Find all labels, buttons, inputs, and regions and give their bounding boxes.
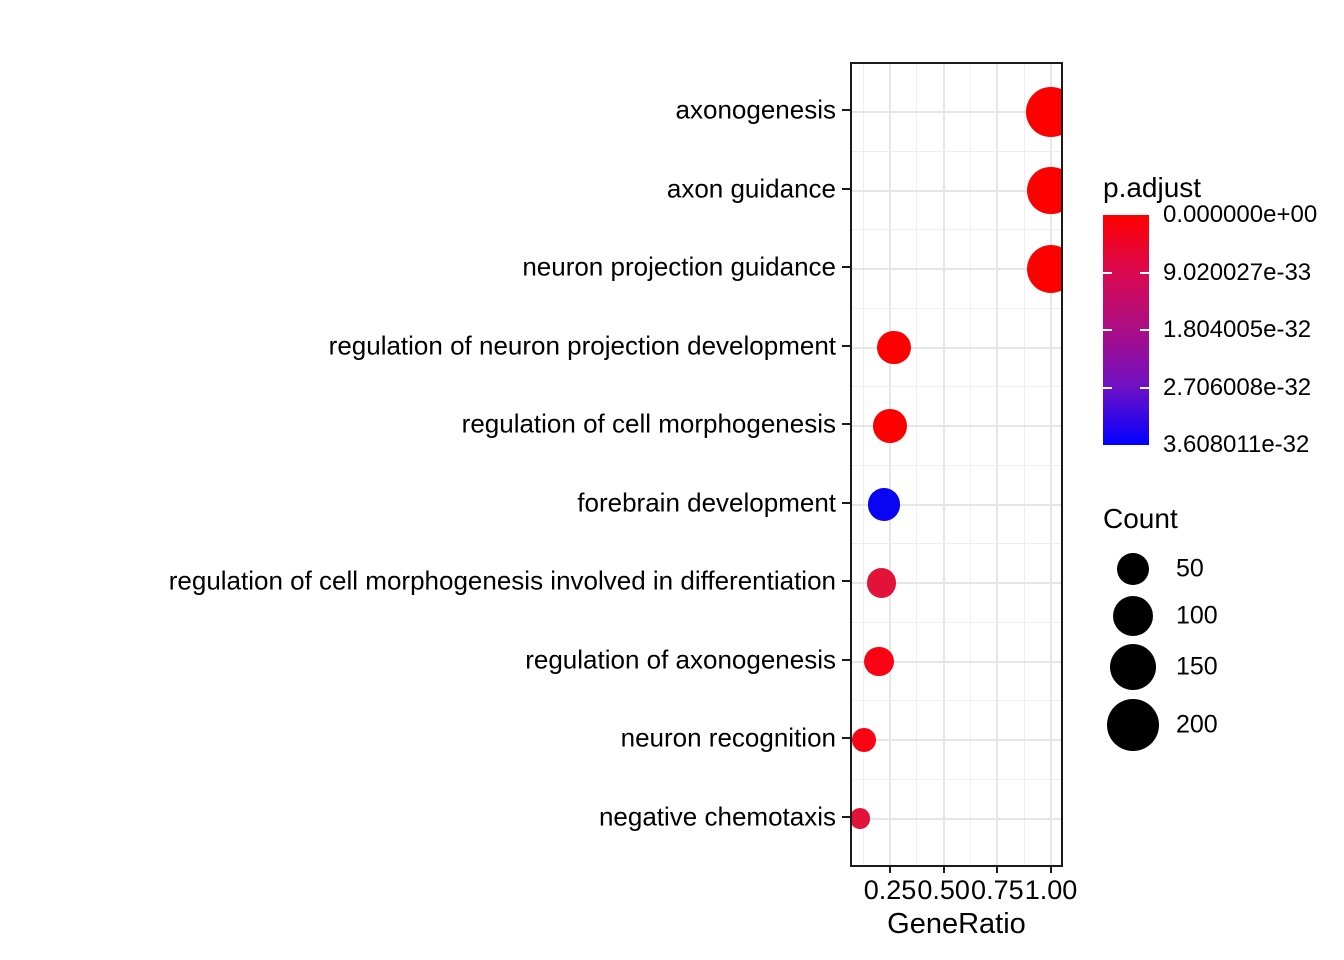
gridline-horizontal-minor [852, 150, 1061, 152]
data-point [873, 409, 907, 443]
count-legend-title: Count [1103, 503, 1178, 534]
data-point [877, 330, 912, 365]
y-axis-label: regulation of neuron projection developm… [328, 330, 836, 361]
y-axis-labels: axonogenesis axon guidance neuron projecti… [0, 62, 836, 863]
plot-panel [850, 62, 1063, 867]
y-axis-tick [842, 815, 850, 818]
gridline-vertical-major [889, 64, 891, 865]
colorbar-tick [1140, 271, 1149, 274]
y-axis-tick [842, 187, 850, 190]
gridline-horizontal-minor [852, 386, 1061, 388]
gridline-horizontal-major [852, 660, 1061, 663]
data-point [866, 568, 897, 598]
gridline-horizontal-major [852, 425, 1061, 427]
gridline-horizontal-minor [852, 543, 1061, 545]
x-axis-tick [1050, 865, 1052, 873]
padjust-legend-title: p.adjust [1103, 172, 1202, 203]
gridline-horizontal-major [852, 817, 1061, 820]
colorbar-tick [1103, 271, 1112, 274]
gridline-horizontal-major [852, 582, 1061, 584]
gridline-horizontal-major [852, 268, 1061, 270]
count-legend-circle [1109, 643, 1157, 691]
y-axis-tick [842, 344, 850, 347]
x-axis-tick [889, 865, 891, 873]
y-axis-label: regulation of cell morphogenesis involve… [168, 565, 836, 596]
gridline-horizontal-minor [852, 778, 1061, 780]
colorbar-tick [1140, 329, 1149, 331]
colorbar-label: 3.608011e-32 [1163, 431, 1310, 458]
x-axis-tick-label: 0.25 [863, 875, 917, 905]
data-point [867, 488, 900, 521]
gridline-vertical-major [942, 64, 945, 865]
colorbar-label: 1.804005e-32 [1163, 316, 1312, 343]
y-axis-tick [842, 109, 850, 111]
gridline-horizontal-major [852, 739, 1061, 741]
x-axis-title: GeneRatio [887, 908, 1026, 940]
gridline-vertical-minor [916, 64, 918, 865]
y-axis-label: neuron recognition [620, 722, 836, 753]
colorbar-tick [1140, 386, 1149, 389]
y-axis-label: regulation of cell morphogenesis [461, 408, 836, 439]
y-axis-label: regulation of axonogenesis [525, 644, 836, 675]
y-axis-tick [842, 737, 850, 739]
y-axis-label: negative chemotaxis [598, 801, 836, 832]
x-axis-tick [996, 865, 999, 873]
data-point [852, 728, 877, 752]
x-axis-tick-label: 0.50 [917, 875, 970, 905]
y-axis-label: neuron projection guidance [522, 251, 836, 282]
colorbar-tick [1103, 329, 1112, 331]
gridline-vertical-major [996, 64, 999, 865]
y-axis-tick [842, 423, 850, 425]
data-point [852, 808, 871, 829]
count-legend-label: 50 [1176, 554, 1204, 583]
y-axis-tick [842, 266, 850, 268]
data-point [1026, 244, 1061, 294]
count-legend-circle [1117, 553, 1149, 585]
data-point [1027, 166, 1061, 215]
gridline-horizontal-minor [852, 464, 1061, 466]
gridline-horizontal-minor [852, 307, 1061, 309]
y-axis-label: forebrain development [577, 487, 836, 518]
x-axis-tick-label: 1.00 [1024, 875, 1078, 905]
padjust-colorbar [1103, 215, 1149, 445]
gridline-horizontal-minor [852, 229, 1061, 231]
count-legend-label: 150 [1176, 652, 1218, 681]
gridline-horizontal-major [852, 503, 1061, 506]
count-legend-circle [1107, 699, 1159, 751]
colorbar-label: 9.020027e-33 [1163, 258, 1312, 286]
colorbar-tick [1103, 386, 1112, 389]
colorbar-label: 0.000000e+00 [1163, 201, 1318, 228]
gridline-horizontal-major [852, 189, 1061, 192]
count-legend-label: 100 [1176, 601, 1218, 630]
gridline-vertical-major [1050, 64, 1052, 865]
x-axis-tick [942, 865, 945, 873]
gridline-vertical-minor [1023, 64, 1025, 865]
gridline-horizontal-minor [852, 700, 1061, 702]
gridline-vertical-minor [862, 64, 864, 865]
y-axis-tick [842, 501, 850, 504]
colorbar-label: 2.706008e-32 [1163, 373, 1312, 401]
y-axis-tick [842, 580, 850, 582]
y-axis-label: axon guidance [666, 173, 836, 204]
gridline-horizontal-major [852, 346, 1061, 349]
data-point [1026, 87, 1061, 137]
count-legend-circle [1113, 596, 1153, 636]
y-axis-label: axonogenesis [675, 94, 836, 125]
gridline-vertical-minor [970, 64, 971, 865]
gridline-horizontal-minor [852, 621, 1061, 623]
data-point [864, 646, 895, 677]
x-axis-tick-label: 0.75 [971, 875, 1024, 905]
gridline-horizontal-major [852, 111, 1061, 113]
count-legend-label: 200 [1176, 710, 1218, 739]
y-axis-tick [842, 658, 850, 661]
